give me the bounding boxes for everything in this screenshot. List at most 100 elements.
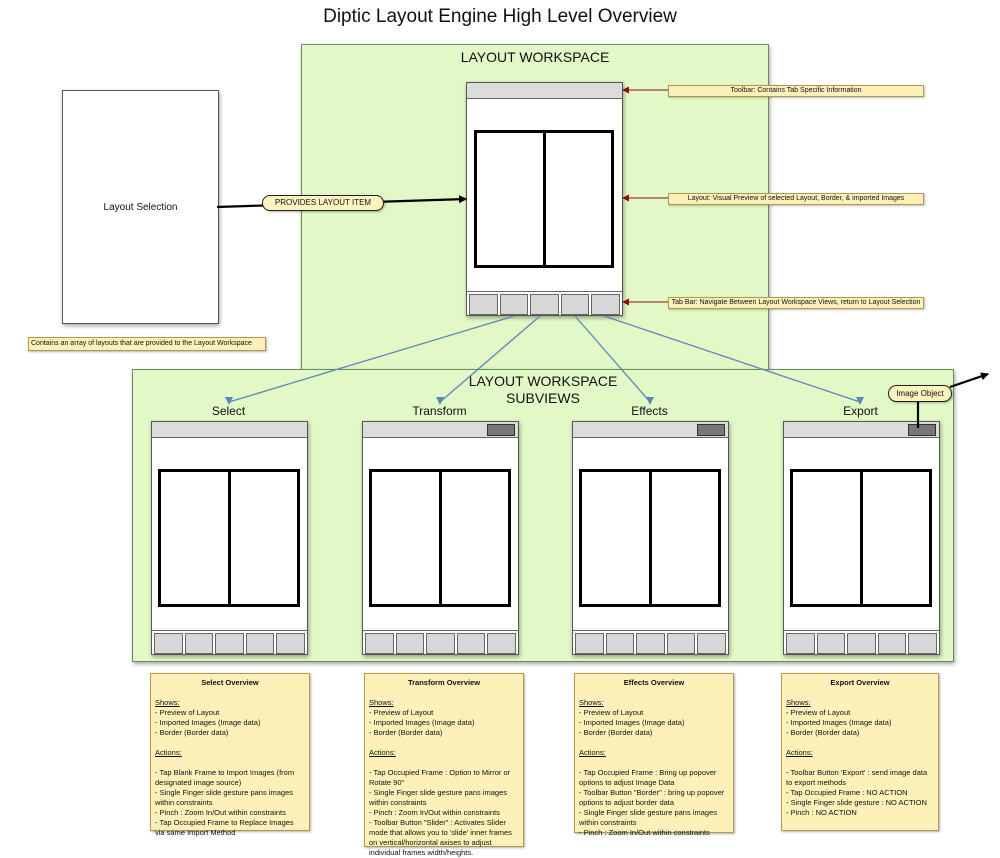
- slider-button[interactable]: [487, 424, 515, 436]
- subview-tab-bar: [363, 630, 518, 654]
- tab-5[interactable]: [487, 633, 516, 654]
- actions-label: Actions:: [369, 748, 396, 757]
- subviews-title-line2: SUBVIEWS: [506, 390, 580, 406]
- list-item: - Tap Occupied Frame : Bring up popover …: [579, 768, 717, 787]
- tab-5[interactable]: [276, 633, 305, 654]
- workspace-tab-bar: [467, 291, 622, 315]
- list-item: - Tap Blank Frame to Import Images (from…: [155, 768, 295, 787]
- list-item: - Imported Images (Image data): [369, 718, 475, 727]
- tab-2[interactable]: [395, 633, 425, 654]
- shows-label: Shows:: [579, 698, 604, 707]
- export-button[interactable]: [908, 424, 936, 436]
- tab-4[interactable]: [456, 633, 486, 654]
- list-item: - Border (Border data): [155, 728, 229, 737]
- tab-2[interactable]: [605, 633, 635, 654]
- list-item: - Toolbar Button "Slider" : Activates Sl…: [369, 818, 512, 857]
- tab-3[interactable]: [847, 633, 876, 654]
- subview-tab-bar: [152, 630, 307, 654]
- subview-toolbar[interactable]: [152, 422, 307, 438]
- select-overview: Select Overview Shows: - Preview of Layo…: [150, 673, 310, 837]
- subview-effects: [572, 421, 729, 655]
- frame-right[interactable]: [438, 472, 509, 604]
- subview-transform: [362, 421, 519, 655]
- subview-toolbar: [784, 422, 939, 438]
- transform-overview: Transform Overview Shows: - Preview of L…: [364, 673, 524, 857]
- workspace-toolbar[interactable]: [467, 83, 622, 99]
- frame-right[interactable]: [859, 472, 930, 604]
- tab-3[interactable]: [215, 633, 244, 654]
- tab-1[interactable]: [786, 633, 815, 654]
- subviews-title-line1: LAYOUT WORKSPACE: [468, 373, 618, 389]
- list-item: - Preview of Layout: [155, 708, 220, 717]
- layout-workspace-title: LAYOUT WORKSPACE: [460, 49, 610, 65]
- tab-4[interactable]: [245, 633, 275, 654]
- frame-right[interactable]: [542, 133, 612, 265]
- overview-title: Transform Overview: [407, 678, 481, 687]
- overview-title: Select Overview: [201, 678, 259, 687]
- arrowhead-select: [225, 397, 233, 405]
- tabbar-callout: Tab Bar: Navigate Between Layout Workspa…: [668, 297, 924, 309]
- tab-3[interactable]: [426, 633, 455, 654]
- shows-label: Shows:: [369, 698, 394, 707]
- overview-title: Export Overview: [830, 678, 890, 687]
- list-item: - Pinch : Zoom In/Out within constraints: [155, 808, 286, 817]
- tab-1[interactable]: [575, 633, 604, 654]
- list-item: - Preview of Layout: [579, 708, 644, 717]
- tab-4[interactable]: [666, 633, 696, 654]
- tab-5[interactable]: [697, 633, 726, 654]
- tab-1[interactable]: [469, 294, 498, 315]
- tab-2[interactable]: [816, 633, 846, 654]
- image-object-pill: Image Object: [888, 385, 952, 402]
- subview-layout-frame[interactable]: [790, 469, 932, 607]
- link-to-effects: [574, 315, 651, 403]
- tab-3[interactable]: [636, 633, 665, 654]
- subview-select: [151, 421, 308, 655]
- tab-4[interactable]: [877, 633, 907, 654]
- subview-tab-bar: [573, 630, 728, 654]
- subview-layout-frame[interactable]: [158, 469, 300, 607]
- page-title: Diptic Layout Engine High Level Overview: [323, 6, 677, 27]
- overview-title: Effects Overview: [623, 678, 685, 687]
- workspace-layout-frame[interactable]: [474, 130, 614, 268]
- tab-5[interactable]: [908, 633, 937, 654]
- frame-right[interactable]: [227, 472, 298, 604]
- list-item: - Tap Occupied Frame : Option to Mirror …: [369, 768, 511, 787]
- list-item: - Toolbar Button "Border" : bring up pop…: [579, 788, 725, 807]
- actions-label: Actions:: [786, 748, 813, 757]
- list-item: - Single Finger slide gesture pans image…: [155, 788, 293, 807]
- actions-label: Actions:: [155, 748, 182, 757]
- layout-callout: Layout: Visual Preview of selected Layou…: [668, 193, 924, 205]
- list-item: - Tap Occupied Frame : NO ACTION: [786, 788, 908, 797]
- subview-layout-frame[interactable]: [579, 469, 721, 607]
- actions-label: Actions:: [579, 748, 606, 757]
- arrowhead-effects: [646, 397, 654, 405]
- tab-4[interactable]: [560, 294, 590, 315]
- effects-overview: Effects Overview Shows: - Preview of Lay…: [574, 673, 734, 837]
- tab-1[interactable]: [365, 633, 394, 654]
- subview-label-transform: Transform: [412, 404, 467, 418]
- list-item: - Pinch : Zoom In/Out within constraints: [369, 808, 500, 817]
- link-to-transform: [439, 315, 541, 403]
- workspace-device: [466, 82, 623, 316]
- link-to-export: [603, 315, 861, 403]
- subview-toolbar: [363, 422, 518, 438]
- tab-5[interactable]: [591, 294, 620, 315]
- subview-layout-frame[interactable]: [369, 469, 511, 607]
- list-item: - Preview of Layout: [786, 708, 851, 717]
- toolbar-callout: Toolbar: Contains Tab Specific Informati…: [668, 85, 924, 97]
- subview-tab-bar: [784, 630, 939, 654]
- image-object-out-arrow: [949, 372, 989, 389]
- arrowhead-transform: [436, 397, 444, 405]
- layout-selection-label: Layout Selection: [103, 202, 178, 213]
- tab-2[interactable]: [184, 633, 214, 654]
- tab-2[interactable]: [499, 294, 529, 315]
- subview-toolbar: [573, 422, 728, 438]
- list-item: - Toolbar Button 'Export' : send image d…: [786, 768, 928, 787]
- frame-right[interactable]: [648, 472, 719, 604]
- tab-1[interactable]: [154, 633, 183, 654]
- tab-3[interactable]: [530, 294, 559, 315]
- list-item: - Imported Images (Image data): [786, 718, 892, 727]
- list-item: - Border (Border data): [579, 728, 653, 737]
- list-item: - Preview of Layout: [369, 708, 434, 717]
- border-button[interactable]: [697, 424, 725, 436]
